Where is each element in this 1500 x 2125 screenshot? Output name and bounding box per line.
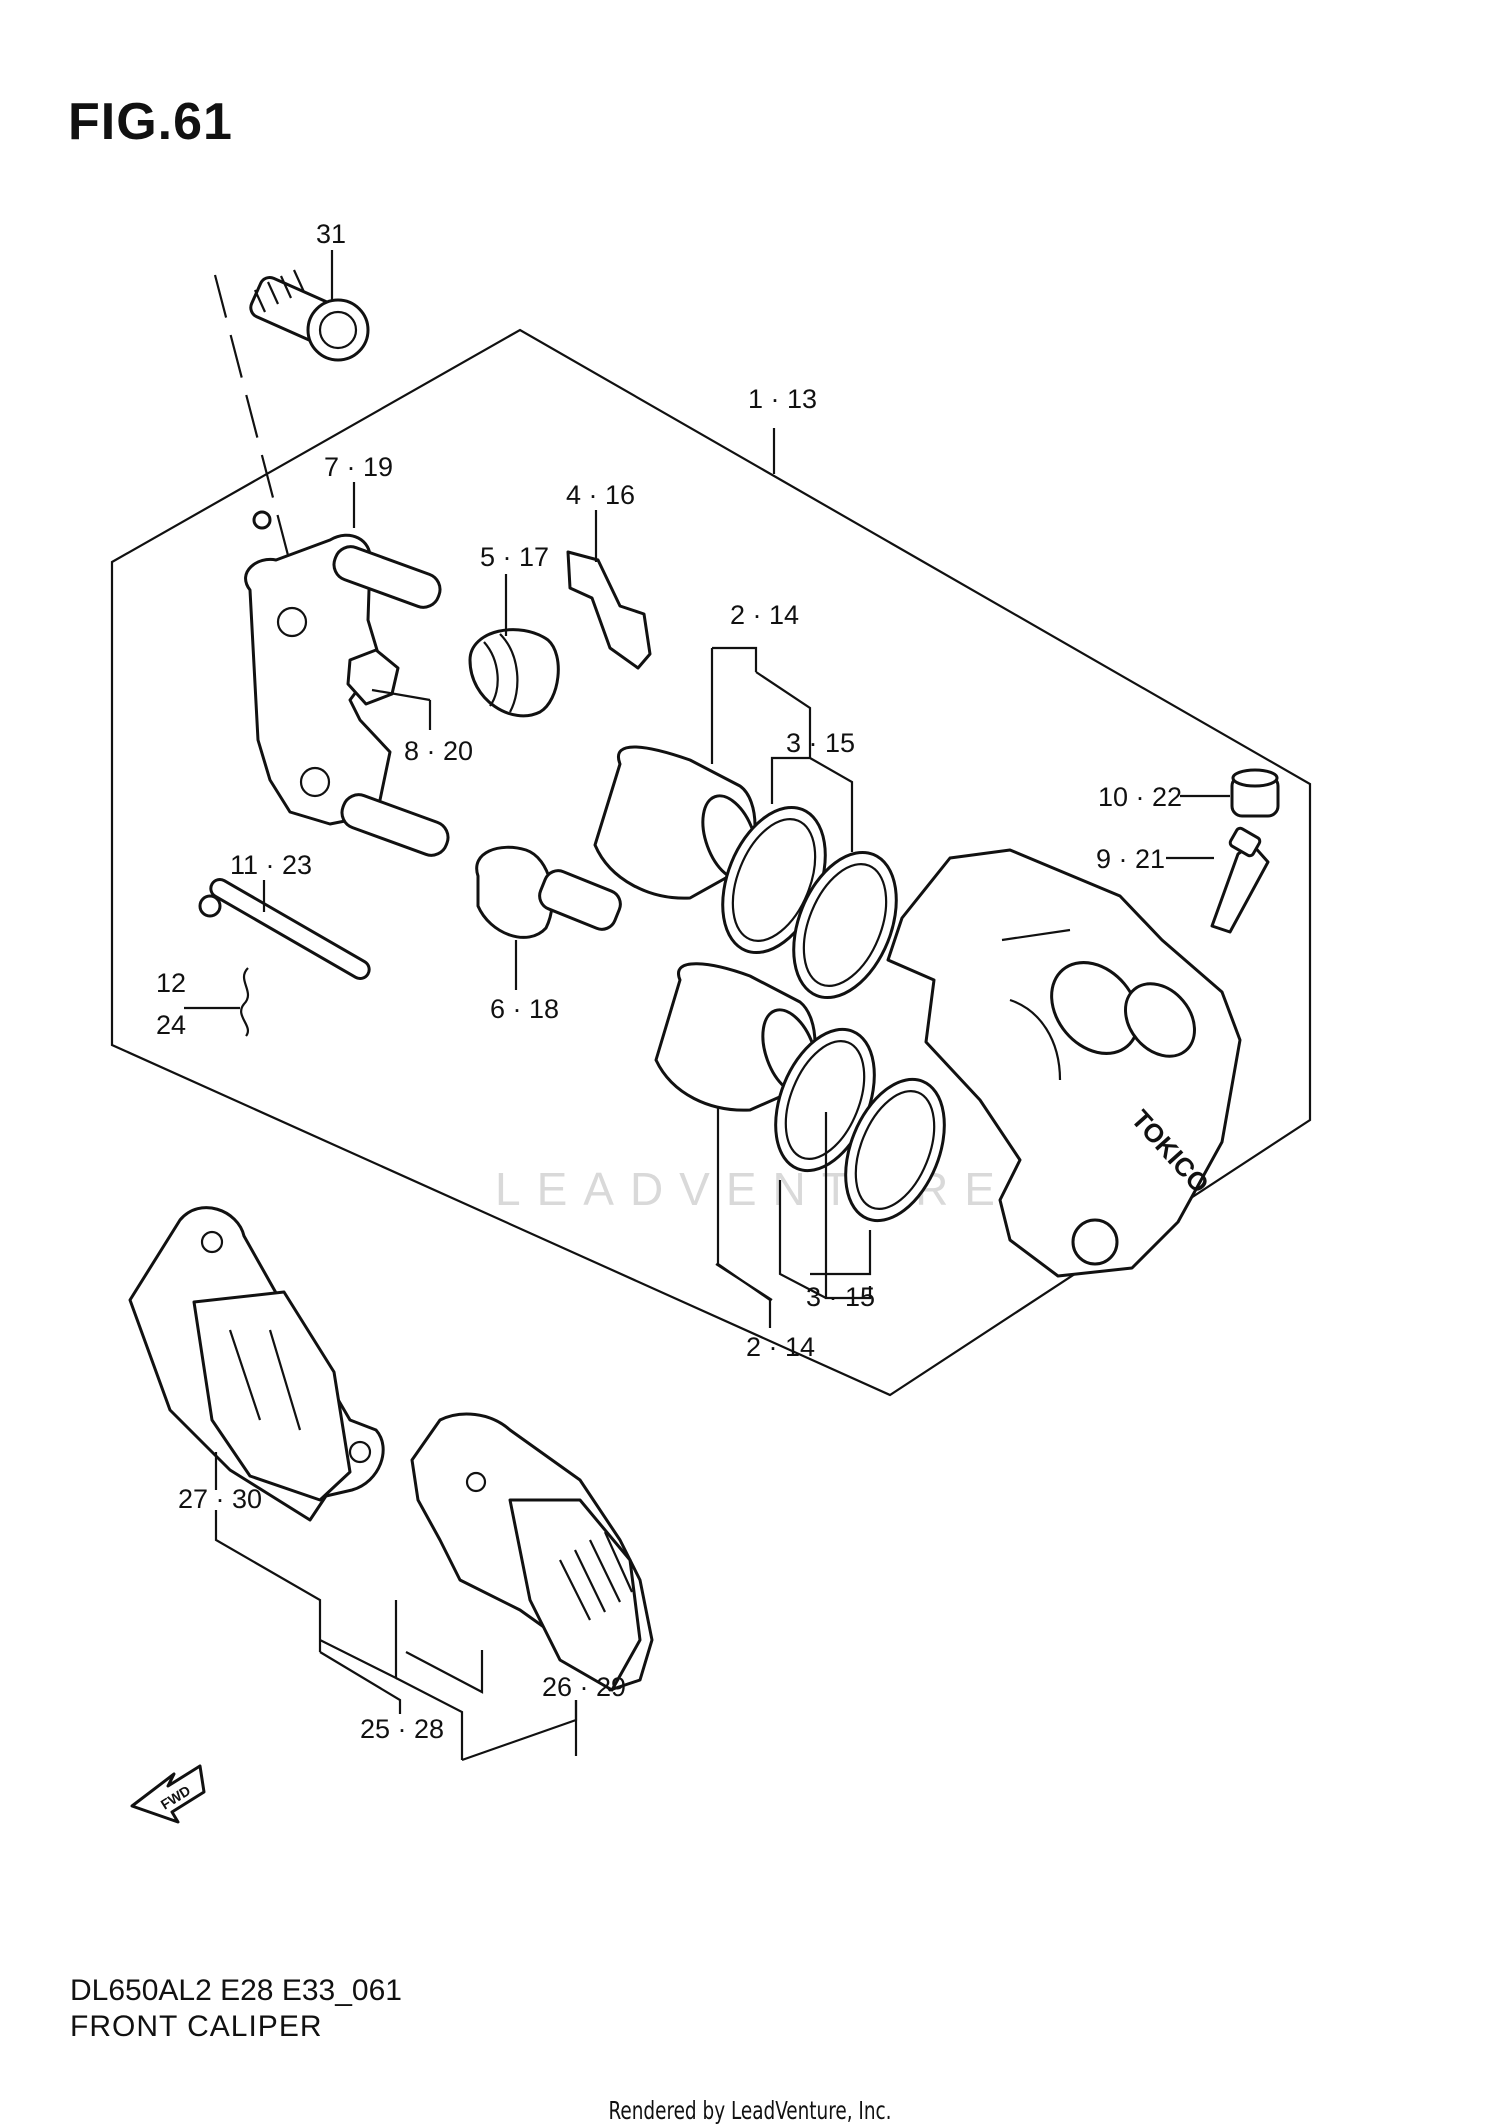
piston-seal-4 — [844, 1077, 946, 1223]
figure-name: FRONT CALIPER — [70, 2010, 323, 2043]
callout-spring-clip: 8 · 20 — [404, 736, 473, 766]
callout-pad-spring: 4 · 16 — [566, 480, 635, 510]
callout-pad-set: 25 · 28 — [360, 1714, 444, 1744]
callout-seal-bottom: 3 · 15 — [806, 1282, 875, 1312]
piston-seal-2 — [792, 850, 898, 1000]
caliper-bracket — [244, 510, 450, 857]
leader-lines — [184, 250, 1230, 1762]
model-code: DL650AL2 E28 E33_061 — [70, 1974, 402, 2007]
callout-bleeder: 9 · 21 — [1096, 844, 1165, 874]
callout-clip-12: 12 — [156, 968, 186, 998]
callout-pin: 11 · 23 — [230, 850, 312, 880]
bolt-31 — [249, 269, 370, 362]
callout-piston-bottom: 2 · 14 — [746, 1332, 815, 1362]
piston-seal-2-inner — [802, 863, 888, 987]
fwd-arrow-icon: FWD — [130, 1764, 206, 1824]
callout-pad-left: 27 · 30 — [178, 1484, 262, 1514]
callout-clip-24: 24 — [156, 1010, 186, 1040]
piston-seal-1-inner — [731, 818, 817, 942]
figure-title: FIG.61 — [68, 93, 233, 151]
callout-caliper-assy: 1 · 13 — [748, 384, 817, 414]
callout-bolt-31: 31 — [316, 219, 346, 249]
pad-spring — [566, 550, 652, 670]
caliper-body: TOKICO — [886, 848, 1242, 1278]
spring-clip — [346, 648, 400, 706]
render-credit: Rendered by LeadVenture, Inc. — [608, 2096, 892, 2125]
caliper-pin — [198, 878, 371, 980]
piston-seal-3-inner — [784, 1040, 866, 1160]
piston-seal-4-inner — [854, 1090, 936, 1210]
callout-piston-top: 2 · 14 — [730, 600, 799, 630]
callout-bracket: 7 · 19 — [324, 452, 393, 482]
bleeder-cap — [1230, 768, 1280, 818]
callout-pad-right: 26 · 29 — [542, 1672, 626, 1702]
brake-pad-right — [410, 1412, 654, 1692]
callout-cap: 10 · 22 — [1098, 782, 1182, 812]
callout-seal-top: 3 · 15 — [786, 728, 855, 758]
callout-boot-pin: 6 · 18 — [490, 994, 559, 1024]
pin-boot — [475, 845, 622, 939]
dust-boot-upper — [468, 628, 560, 718]
caliper-assembly-outline — [110, 328, 1312, 1397]
brake-pad-left — [128, 1206, 385, 1522]
bleeder-valve — [1210, 826, 1270, 934]
piston-upper — [593, 745, 759, 900]
callout-boot-upper: 5 · 17 — [480, 542, 549, 572]
pin-clip — [240, 967, 250, 1037]
